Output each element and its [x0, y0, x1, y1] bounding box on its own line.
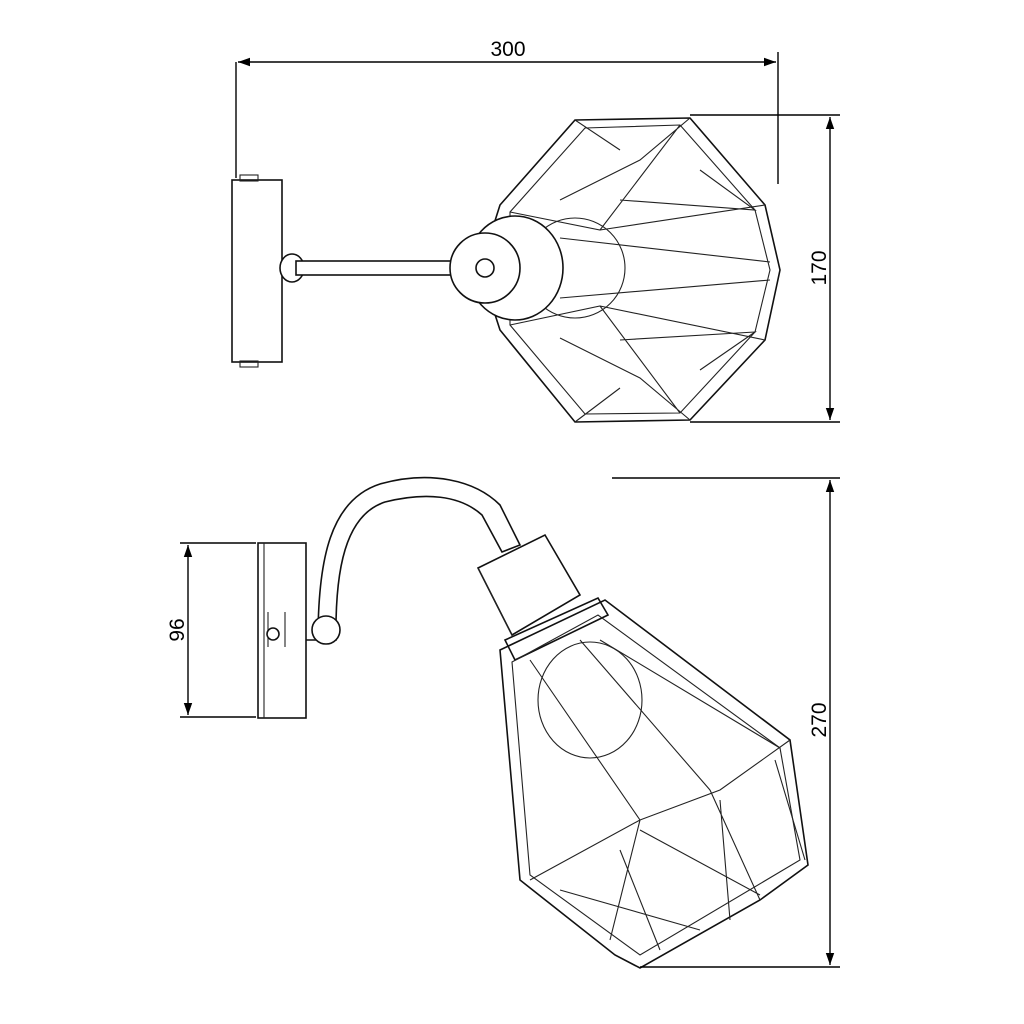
- screw-top: [239, 174, 259, 182]
- curved-arm: [306, 476, 522, 641]
- dimension-label-96: 96: [166, 618, 189, 641]
- dimension-label-270: 270: [808, 702, 831, 737]
- dimension-label-300: 300: [490, 38, 525, 61]
- wall-plate-side: [257, 542, 307, 719]
- top-view: 300 170: [231, 38, 840, 423]
- dimension-label-170: 170: [808, 250, 831, 285]
- cage-side: [499, 599, 809, 969]
- side-view: 96 270: [166, 476, 840, 969]
- cage-top: [479, 117, 781, 423]
- wall-plate-top: [231, 179, 283, 363]
- screw-bottom: [239, 360, 259, 368]
- socket-hub-top: [475, 258, 495, 278]
- socket-ring: [503, 596, 610, 662]
- screw-side: [266, 627, 280, 641]
- arm-joint-side: [311, 615, 341, 645]
